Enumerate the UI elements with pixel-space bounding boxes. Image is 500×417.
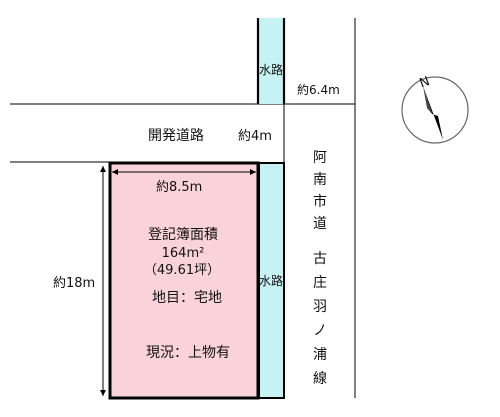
frontage-dimension (112, 169, 256, 175)
dev-road-width-label: 約4m (238, 129, 272, 144)
compass-needle-tail (423, 86, 432, 114)
compass-north-letter: N (418, 74, 432, 91)
city-road-char: 南 (313, 172, 327, 188)
city-road-char: 線 (313, 371, 327, 387)
water-channel-right (258, 162, 285, 399)
city-road-width-label: 約6.4m (297, 82, 340, 97)
frontage-width-label: 約8.5m (156, 180, 202, 195)
depth-label: 約18m (53, 276, 95, 291)
city-road-char: 庄 (313, 274, 327, 291)
city-road-char: 古 (313, 251, 327, 267)
compass-needle (423, 86, 443, 140)
city-road-char: ノ (313, 323, 327, 339)
compass-circle (401, 76, 469, 144)
current-status: 現況：上物有 (146, 345, 230, 361)
city-road-char: 浦 (313, 347, 327, 363)
water-channel-top (258, 18, 284, 104)
city-road-char: 市 (313, 193, 327, 210)
area-sqm-unit: m² (186, 246, 204, 261)
channel-top-label: 水路 (259, 62, 283, 77)
area-sqm-value: 164 (162, 246, 187, 261)
dev-road-name-label: 開発道路 (148, 128, 204, 144)
channel-right-label: 水路 (259, 273, 283, 288)
area-sqm: 164m² (162, 246, 205, 261)
land-category: 地目：宅地 (152, 290, 222, 306)
north-compass: N (401, 74, 469, 144)
area-tsubo: （49.61坪） (144, 263, 220, 278)
city-road-char: 羽 (313, 299, 327, 315)
lot-parcel (108, 161, 260, 400)
depth-dimension (100, 166, 106, 396)
city-road-name: 阿 南 市 道 古 庄 羽 ノ 浦 線 (313, 150, 327, 387)
registered-area-title: 登記簿面積 (148, 226, 218, 243)
city-road-char: 阿 (313, 150, 327, 166)
city-road-char: 道 (313, 216, 327, 232)
